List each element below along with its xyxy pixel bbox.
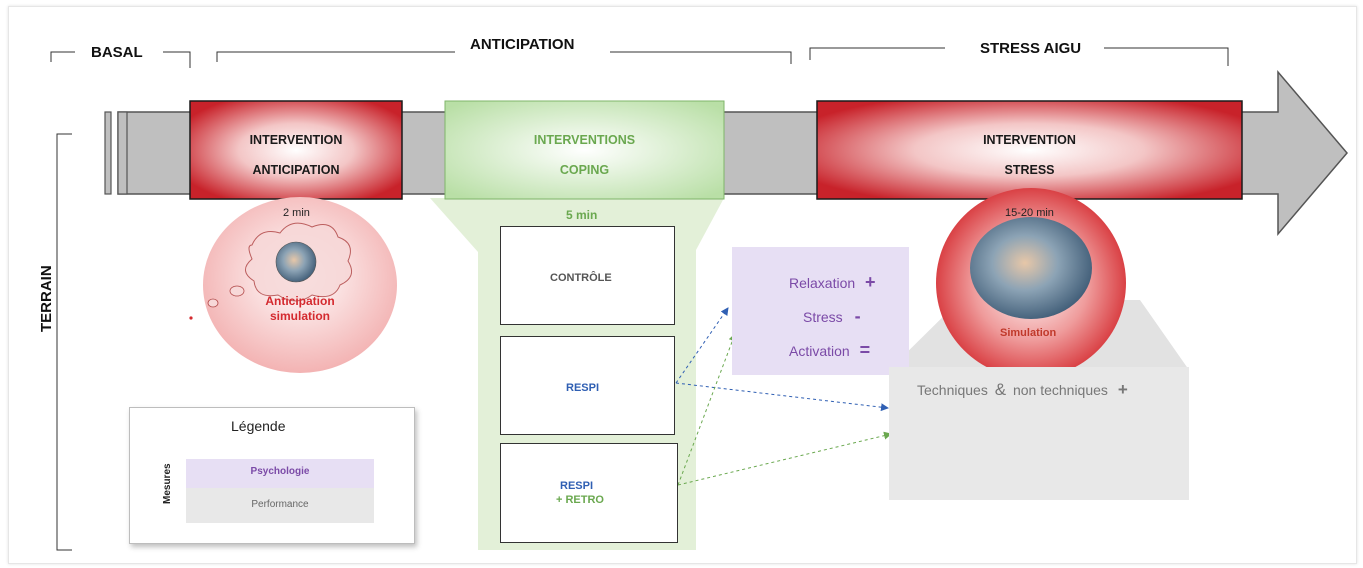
performance-sign: + bbox=[1117, 380, 1128, 399]
thought-dot bbox=[189, 316, 193, 320]
coping-box-text: INTERVENTIONS COPING bbox=[445, 125, 724, 185]
performance-amp: & bbox=[994, 380, 1007, 399]
anticipation-duration: 2 min bbox=[283, 207, 310, 219]
psychology-box bbox=[732, 247, 909, 375]
psy-item-activation: Activation = bbox=[789, 340, 870, 361]
respi-panel bbox=[500, 336, 675, 435]
anticipation-line1: INTERVENTION bbox=[249, 133, 343, 147]
legend-psychology-swatch bbox=[186, 459, 374, 488]
thought-bubble bbox=[207, 298, 219, 308]
coping-duration: 5 min bbox=[566, 208, 598, 222]
stress-line2: STRESS bbox=[1004, 163, 1055, 177]
legend-performance-swatch bbox=[186, 488, 374, 523]
legend-performance: Performance bbox=[251, 499, 309, 510]
anticipation-photo bbox=[275, 241, 317, 283]
stress-box-text: INTERVENTION STRESS bbox=[817, 125, 1242, 185]
thought-bubble bbox=[229, 285, 245, 297]
respi-retro-panel bbox=[500, 443, 678, 543]
timeline-tick bbox=[104, 111, 112, 195]
psy-activation-label: Activation bbox=[789, 343, 850, 359]
phase-anticipation: ANTICIPATION bbox=[470, 36, 575, 53]
psy-item-relaxation: Relaxation + bbox=[789, 272, 876, 293]
control-panel bbox=[500, 226, 675, 325]
anticipation-box-text: INTERVENTION ANTICIPATION bbox=[190, 125, 402, 185]
control-label: CONTRÔLE bbox=[550, 272, 612, 284]
anticipation-line2: ANTICIPATION bbox=[252, 163, 340, 177]
terrain-label: TERRAIN bbox=[38, 265, 55, 332]
thought-text: Anticipation simulation bbox=[245, 294, 355, 324]
phase-brackets bbox=[50, 47, 1229, 551]
psy-activation-sign: = bbox=[859, 340, 871, 360]
stress-duration: 15-20 min bbox=[1005, 207, 1054, 219]
psy-relaxation-sign: + bbox=[865, 272, 876, 292]
performance-left: Techniques bbox=[917, 382, 988, 398]
psy-stress-label: Stress bbox=[803, 309, 843, 325]
phase-basal: BASAL bbox=[91, 44, 143, 61]
performance-text: Techniques & non techniques + bbox=[917, 380, 1128, 400]
timeline-tick bbox=[117, 111, 128, 195]
legend: Légende Mesures Psychologie Performance bbox=[129, 407, 415, 544]
stress-line1: INTERVENTION bbox=[983, 133, 1076, 147]
coping-line1: INTERVENTIONS bbox=[533, 133, 636, 147]
psy-item-stress: Stress - bbox=[803, 306, 861, 327]
legend-psychology: Psychologie bbox=[250, 466, 310, 477]
performance-right: non techniques bbox=[1012, 382, 1108, 398]
phase-stress: STRESS AIGU bbox=[980, 40, 1082, 57]
legend-axis: Mesures bbox=[162, 463, 173, 504]
legend-title: Légende bbox=[231, 418, 286, 434]
simulation-photo bbox=[970, 217, 1092, 319]
intervention-anticipation-box bbox=[189, 100, 403, 200]
psy-stress-sign: - bbox=[854, 306, 861, 326]
intervention-stress-box bbox=[816, 100, 1243, 200]
respi-label: RESPI bbox=[566, 382, 600, 394]
simulation-label: Simulation bbox=[1000, 327, 1057, 339]
thought-line2: simulation bbox=[269, 309, 330, 323]
performance-box bbox=[889, 367, 1189, 500]
respi-retro-label: RESPI bbox=[560, 480, 594, 492]
psy-relaxation-label: Relaxation bbox=[789, 275, 856, 291]
thought-line1: Anticipation bbox=[265, 294, 335, 308]
retro-label: + RETRO bbox=[556, 494, 604, 506]
interventions-coping-box bbox=[444, 100, 725, 200]
coping-line2: COPING bbox=[559, 163, 610, 177]
